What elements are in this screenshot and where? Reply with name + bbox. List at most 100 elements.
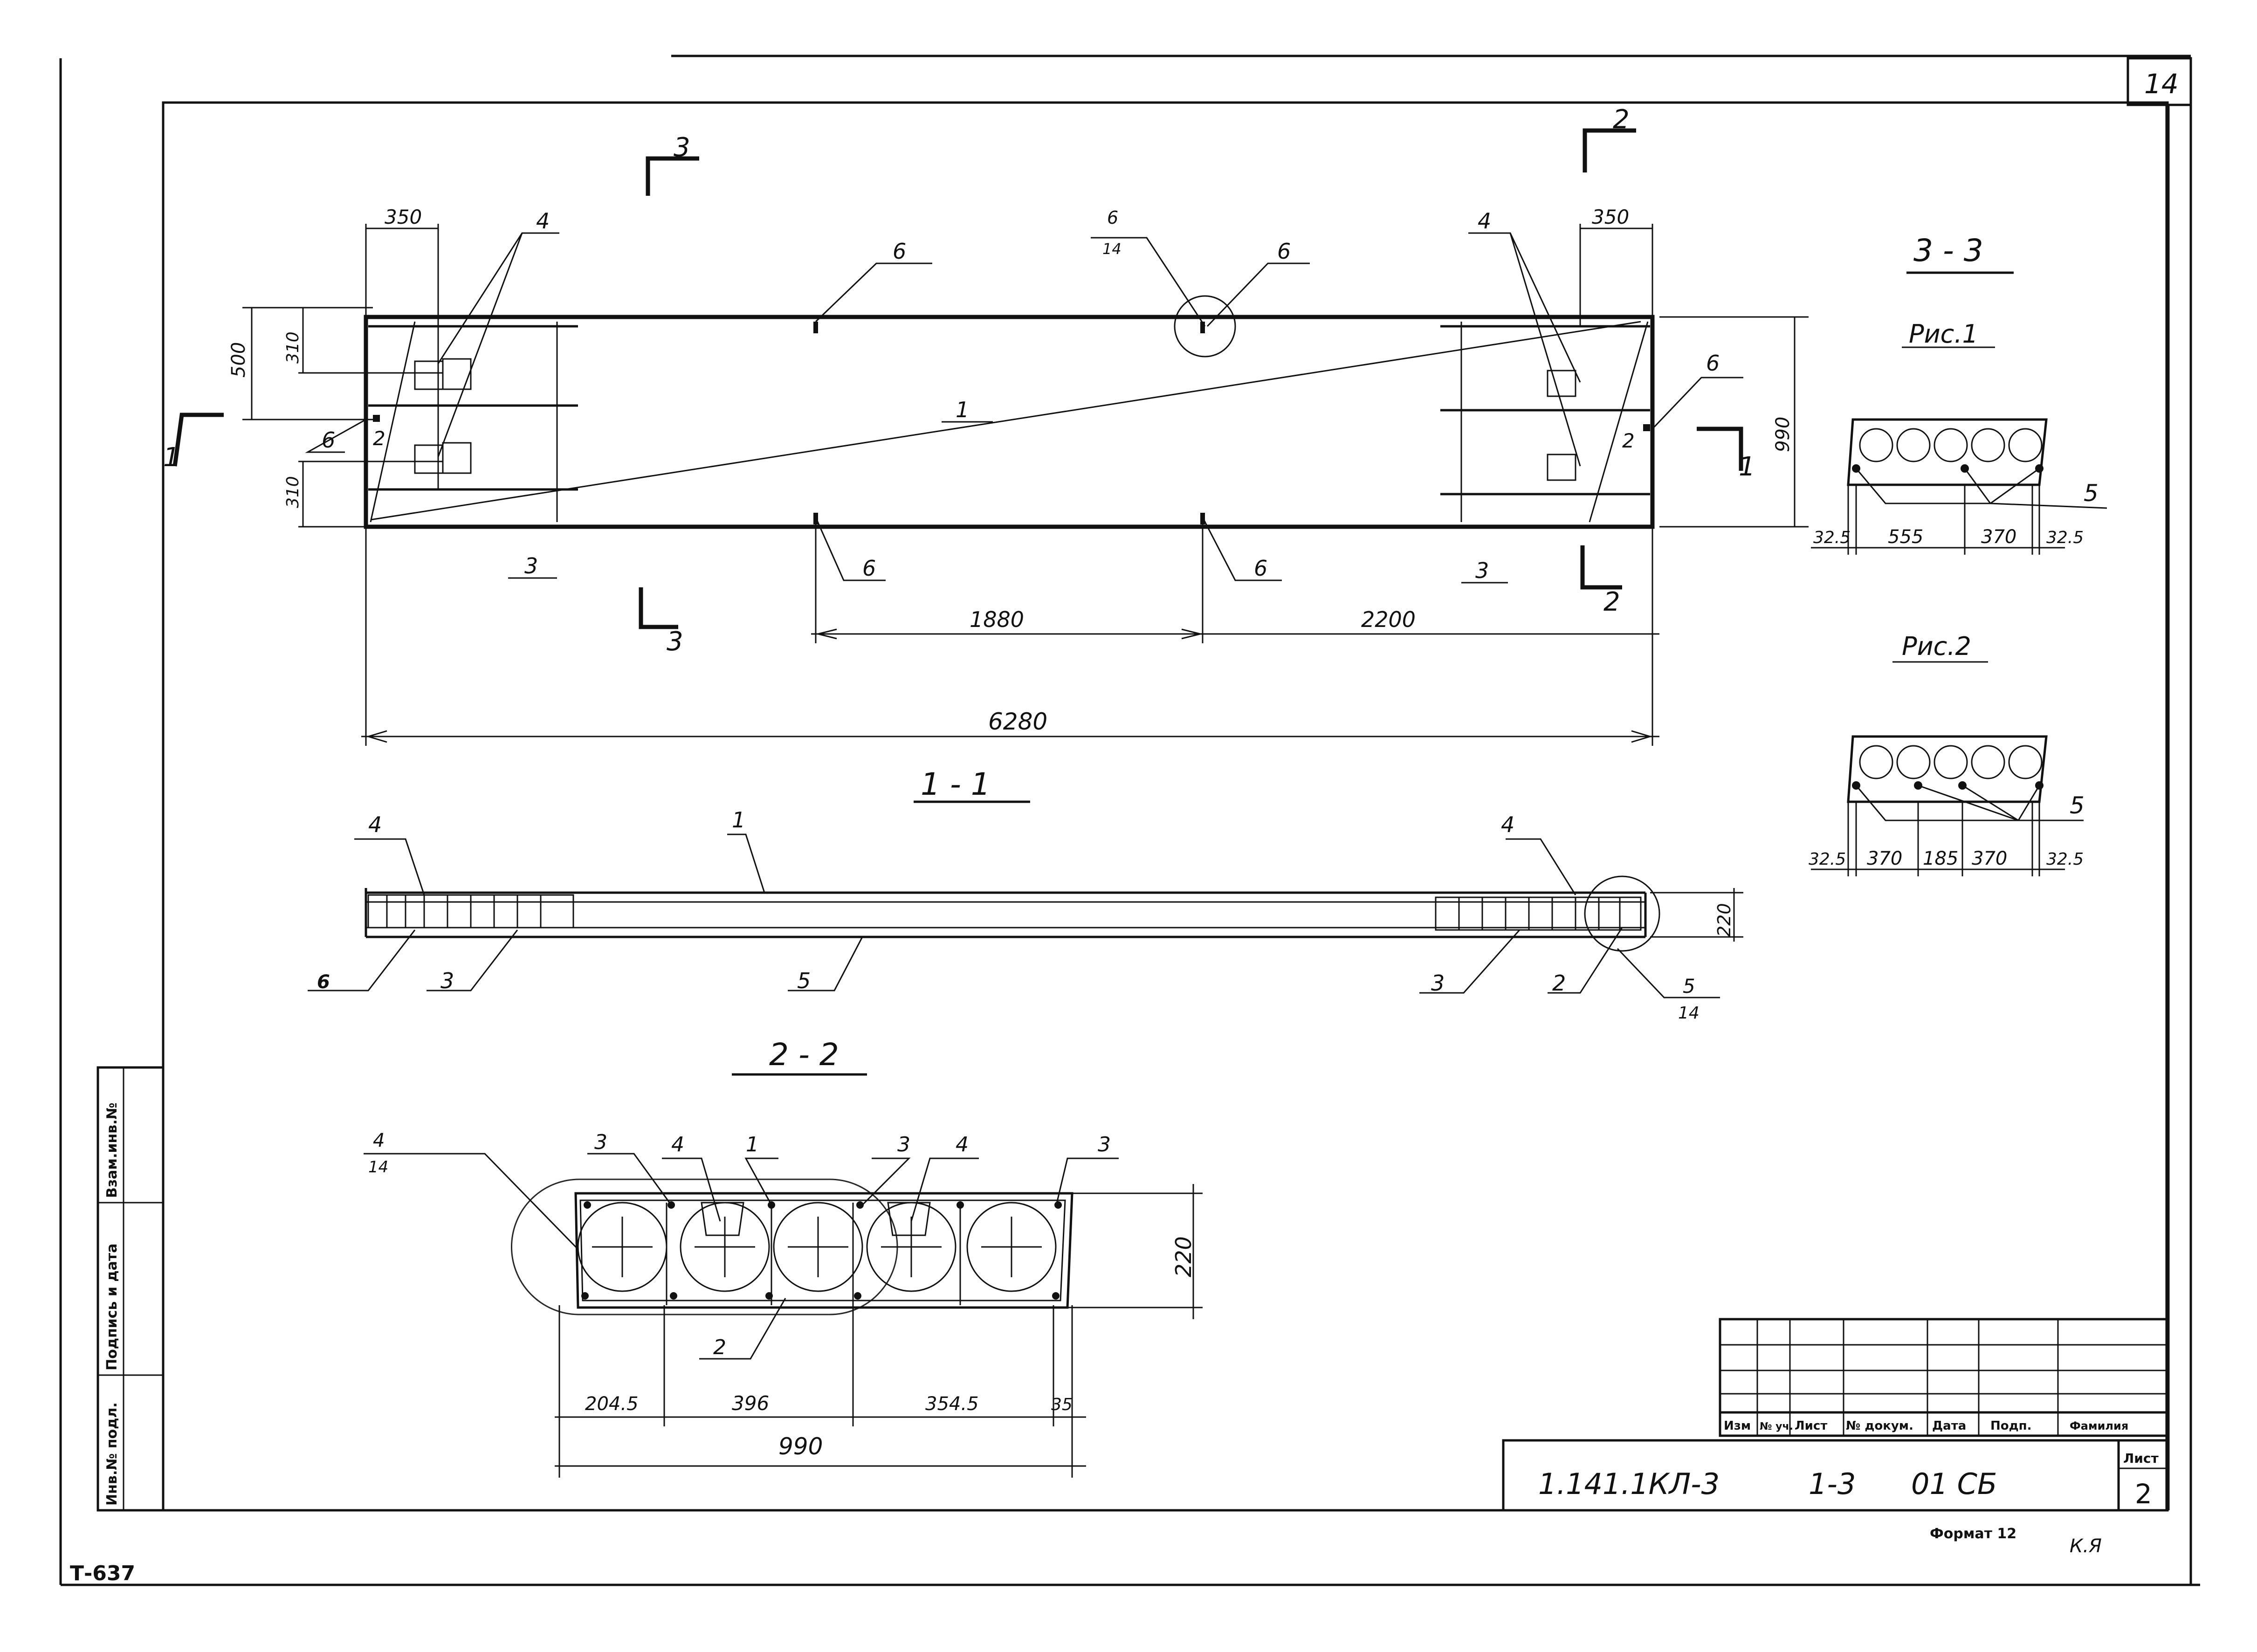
fig1-dim-1: 32.5 — [1813, 528, 1851, 547]
plan-labels: 3 3 2 2 1 1 350 350 500 310 310 990 1880… — [163, 104, 1794, 735]
callout-6-detail-den: 14 — [1102, 240, 1122, 258]
dim-6280: 6280 — [988, 708, 1047, 735]
tb-sheet-label: Лист — [2123, 1451, 2159, 1466]
s22-dim-990: 990 — [778, 1433, 823, 1460]
fig1-callout-5: 5 — [2084, 480, 2099, 507]
title-block: Изм № уч. Лист № докум. Дата Подп. Фамил… — [1502, 1318, 2169, 1512]
s22-dim-35: 35 — [1051, 1395, 1073, 1414]
tb-col-name: Фамилия — [2070, 1419, 2128, 1432]
dim-500: 500 — [228, 342, 249, 378]
callout-1: 1 — [956, 397, 969, 422]
section-2-2-labels: 2 - 2 4 14 3 4 1 3 4 3 2 220 204.5 396 3… — [368, 1037, 1196, 1460]
fig2-dim-3: 185 — [1923, 848, 1958, 869]
s22-dim-354: 354.5 — [925, 1393, 979, 1415]
fig2-dim-4: 370 — [1972, 848, 2007, 869]
side-stamp: Инв.№ подл. Подпись и дата Взам.инв.№ — [96, 1066, 165, 1512]
section-2-2 — [364, 1073, 1203, 1478]
section-2-2-title: 2 - 2 — [769, 1037, 839, 1073]
section-1-1-labels: 1 - 1 220 4 1 4 6 3 5 3 2 5 14 — [317, 766, 1734, 1023]
fig1-title: Рис.1 — [1909, 319, 1978, 349]
cut-mark-3-top: 3 — [674, 132, 690, 163]
s11-callout-1: 1 — [732, 807, 745, 833]
callout-3-left: 3 — [524, 553, 538, 578]
tb-col-uch: № уч. — [1760, 1421, 1793, 1432]
tb-col-list: Лист — [1795, 1419, 1827, 1433]
callout-2-left: 2 — [373, 427, 385, 450]
tb-col-date: Дата — [1932, 1419, 1966, 1433]
dim-310-top: 310 — [283, 331, 303, 364]
fig2-title: Рис.2 — [1902, 632, 1971, 661]
s11-callout-5: 5 — [797, 968, 811, 993]
callout-6-right: 6 — [1706, 351, 1720, 376]
s11-callout-3-left: 3 — [440, 968, 454, 993]
s11-callout-3-right: 3 — [1431, 971, 1445, 996]
s11-callout-4-left: 4 — [368, 812, 382, 837]
callout-6-detail-num: 6 — [1107, 207, 1118, 228]
fig2-callout-5: 5 — [2070, 792, 2085, 819]
s22-dim-396: 396 — [732, 1392, 769, 1415]
tb-col-sign: Подп. — [1990, 1419, 2031, 1433]
cut-mark-2-bottom: 2 — [1603, 587, 1620, 617]
fig1-dim-3: 370 — [1981, 526, 2016, 548]
dim-310-bottom: 310 — [283, 476, 303, 508]
s22-callout-3a: 3 — [594, 1130, 607, 1154]
cut-mark-1-right: 1 — [1739, 452, 1755, 482]
tb-col-doc: № докум. — [1846, 1419, 1913, 1433]
fig2-dim-1: 32.5 — [1809, 850, 1846, 869]
fig2-dim-5: 32.5 — [2046, 850, 2084, 869]
cut-mark-2-top: 2 — [1613, 104, 1630, 135]
s22-callout-4a: 4 — [671, 1133, 684, 1156]
section-1-1-height: 220 — [1714, 903, 1734, 937]
s22-callout-2: 2 — [713, 1335, 726, 1359]
callout-6-top-left: 6 — [893, 239, 906, 264]
s22-height: 220 — [1171, 1236, 1196, 1277]
fig1-dim-2: 555 — [1888, 526, 1923, 548]
dim-350-right: 350 — [1592, 206, 1629, 228]
callout-4-left: 4 — [536, 208, 550, 234]
s22-callout-3b: 3 — [897, 1133, 910, 1156]
sheet-frame — [59, 55, 2200, 1586]
side-stamp-sign: Подпись и дата — [104, 1244, 120, 1370]
fig1-dim-4: 32.5 — [2046, 528, 2084, 547]
tb-col-izm: Изм — [1724, 1419, 1751, 1433]
s22-detail-den: 14 — [368, 1158, 388, 1177]
section-3-3 — [1811, 271, 2107, 876]
cut-mark-1-left: 1 — [163, 442, 180, 473]
s22-callout-4b: 4 — [956, 1133, 969, 1156]
s11-callout-5-num: 5 — [1683, 975, 1695, 998]
tb-sheet-number: 2 — [2135, 1478, 2152, 1510]
s22-callout-1: 1 — [746, 1133, 759, 1156]
s22-detail-num: 4 — [373, 1130, 385, 1151]
series-code: Т-637 — [70, 1562, 135, 1585]
tb-doc: 01 СБ — [1911, 1467, 1997, 1501]
s22-dim-204: 204.5 — [585, 1393, 639, 1415]
callout-6-top-right: 6 — [1277, 239, 1291, 264]
callout-3-right: 3 — [1475, 558, 1489, 583]
section-1-1-title: 1 - 1 — [921, 766, 991, 802]
side-stamp-inv: Инв.№ подл. — [104, 1402, 120, 1506]
s22-callout-3c: 3 — [1098, 1133, 1111, 1156]
s11-callout-6: 6 — [317, 971, 330, 993]
plan-view — [172, 128, 1809, 746]
section-1-1 — [308, 800, 1743, 998]
section-3-3-labels: 3 - 3 Рис.1 5 32.5 555 370 32.5 Рис.2 5 … — [1809, 233, 2099, 869]
callout-6-left: 6 — [322, 427, 335, 453]
tb-issue: 1-3 — [1809, 1467, 1856, 1501]
dim-2200: 2200 — [1361, 607, 1416, 632]
callout-4-right: 4 — [1478, 208, 1491, 234]
section-3-3-title: 3 - 3 — [1913, 233, 1983, 268]
callout-6-bottom-mid: 6 — [1254, 556, 1267, 581]
page-number: 14 — [2144, 68, 2179, 100]
side-stamp-replace: Взам.инв.№ — [104, 1102, 120, 1198]
format-label: Формат 12 — [1930, 1526, 2016, 1542]
callout-2-right: 2 — [1622, 429, 1635, 452]
dim-1880: 1880 — [970, 607, 1024, 632]
cut-mark-3-bottom: 3 — [667, 626, 683, 657]
fig2-dim-2: 370 — [1867, 848, 1902, 869]
s11-callout-4-right: 4 — [1501, 812, 1514, 837]
callout-6-bottom-left: 6 — [862, 556, 876, 581]
dim-350-left: 350 — [385, 206, 422, 228]
s11-callout-5-den: 14 — [1678, 1004, 1700, 1023]
corner-mark: К.Я — [2070, 1535, 2102, 1557]
